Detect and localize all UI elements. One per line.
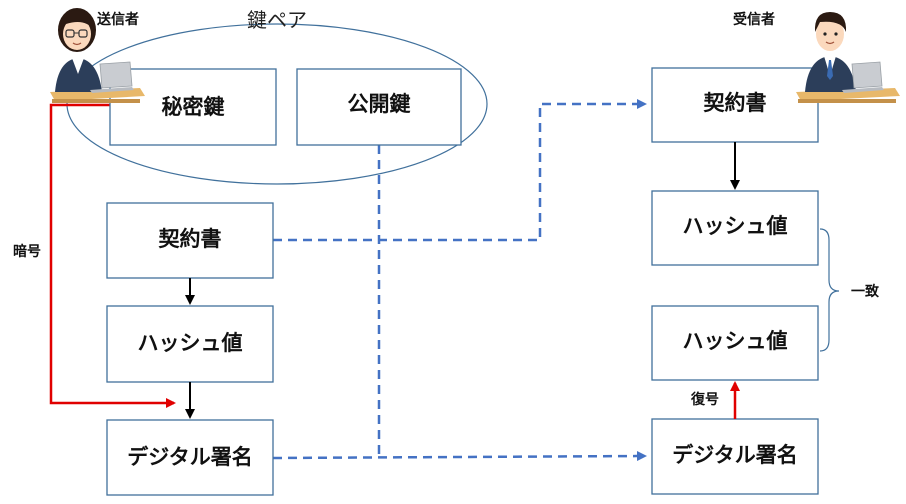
- sender-hash-label: ハッシュ値: [138, 331, 243, 355]
- receiver-hash-bottom-box: ハッシュ値: [651, 305, 819, 381]
- private-key-label: 秘密鍵: [162, 95, 225, 119]
- sender-contract-label: 契約書: [158, 227, 222, 251]
- public-key-label: 公開鍵: [348, 92, 411, 116]
- receiver-contract-box: 契約書: [651, 67, 819, 143]
- receiver-person-at-laptop-icon: [796, 12, 900, 103]
- sender-private-key-box: 秘密鍵: [109, 68, 277, 146]
- encrypt-label: 暗号: [13, 243, 41, 260]
- sender-signature-box: デジタル署名: [106, 419, 274, 496]
- dashed-connectors: [272, 99, 647, 462]
- receiver-signature-box: デジタル署名: [651, 418, 819, 495]
- receiver-hash-top-label: ハッシュ値: [683, 214, 788, 238]
- receiver-hash-bottom-label: ハッシュ値: [683, 329, 788, 353]
- receiver-contract-label: 契約書: [703, 91, 767, 115]
- sender-contract-box: 契約書: [106, 202, 274, 279]
- receiver-role-label: 受信者: [733, 11, 775, 28]
- receiver-hash-top-box: ハッシュ値: [651, 190, 819, 266]
- contract-transfer-line: [273, 99, 647, 242]
- match-bracket: [819, 228, 840, 352]
- sender-role-label: 送信者: [96, 11, 139, 28]
- signature-transfer-line: [272, 451, 647, 462]
- decrypt-label: 復号: [690, 391, 719, 408]
- sender-hash-box: ハッシュ値: [106, 305, 274, 383]
- sender-public-key-box: 公開鍵: [296, 68, 462, 146]
- sender-signature-label: デジタル署名: [127, 445, 253, 469]
- receiver-signature-label: デジタル署名: [672, 443, 798, 467]
- key-pair-label: 鍵ペア: [247, 8, 307, 32]
- match-label: 一致: [851, 283, 880, 300]
- sender-person-at-laptop-icon: [50, 8, 145, 103]
- encrypt-arrow: [49, 103, 176, 408]
